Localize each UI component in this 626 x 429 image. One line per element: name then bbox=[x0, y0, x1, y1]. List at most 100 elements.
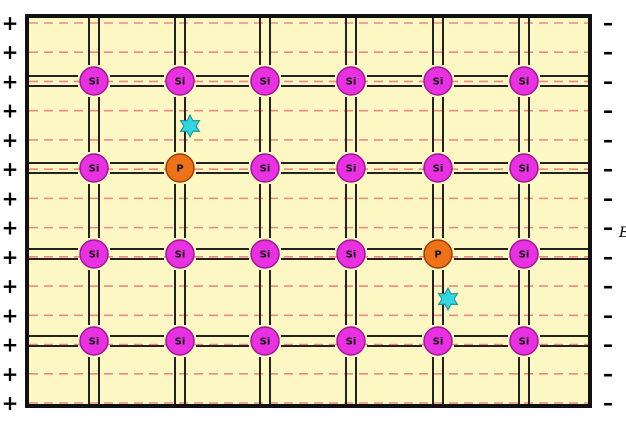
lattice-frame bbox=[25, 14, 592, 408]
atom-label: P bbox=[434, 250, 441, 261]
minus-sign: – bbox=[603, 40, 613, 64]
minus-sign: – bbox=[603, 216, 613, 240]
silicon-atom: Si bbox=[250, 239, 280, 269]
atom-circle bbox=[509, 326, 539, 356]
atom-label: Si bbox=[175, 337, 186, 348]
atom-circle bbox=[250, 66, 280, 96]
minus-sign: – bbox=[603, 157, 613, 181]
atom-label: Si bbox=[519, 250, 530, 261]
atom-label: Si bbox=[260, 77, 271, 88]
negative-plate-signs: –––––––––––––– bbox=[603, 11, 613, 415]
atom-circle bbox=[79, 66, 109, 96]
atom-label: Si bbox=[346, 164, 357, 175]
minus-sign: – bbox=[603, 391, 613, 415]
atom-circle bbox=[423, 153, 453, 183]
atom-circle bbox=[250, 239, 280, 269]
atom-label: P bbox=[176, 164, 183, 175]
atom-label: Si bbox=[175, 250, 186, 261]
silicon-atom: Si bbox=[423, 153, 453, 183]
atom-circle bbox=[165, 153, 195, 183]
atom-circle bbox=[336, 326, 366, 356]
electron-icon bbox=[437, 286, 459, 312]
atom-circle bbox=[336, 153, 366, 183]
atom-label: Si bbox=[346, 77, 357, 88]
atom-label: Si bbox=[260, 250, 271, 261]
field-lines bbox=[29, 22, 588, 404]
silicon-atom: Si bbox=[336, 326, 366, 356]
minus-sign: – bbox=[603, 245, 613, 269]
silicon-atom: Si bbox=[250, 66, 280, 96]
positive-plate-signs: + + + + + + + + + + + + + + bbox=[2, 11, 19, 415]
atom-label: Si bbox=[519, 77, 530, 88]
minus-sign: – bbox=[603, 11, 613, 35]
atom-circle bbox=[250, 326, 280, 356]
atom-circle bbox=[509, 239, 539, 269]
plus-sign: + bbox=[2, 391, 19, 415]
plus-sign: + bbox=[2, 186, 19, 210]
atom-label: Si bbox=[433, 77, 444, 88]
atom-circle bbox=[423, 326, 453, 356]
minus-sign: – bbox=[603, 99, 613, 123]
atom-circle bbox=[79, 239, 109, 269]
silicon-atom: Si bbox=[250, 153, 280, 183]
atom-circle bbox=[336, 239, 366, 269]
atom-label: Si bbox=[346, 337, 357, 348]
minus-sign: – bbox=[603, 274, 613, 298]
electron-icon bbox=[179, 113, 201, 139]
silicon-atom: Si bbox=[423, 326, 453, 356]
atom-circle bbox=[165, 326, 195, 356]
plus-sign: + bbox=[2, 11, 19, 35]
minus-sign: – bbox=[603, 362, 613, 386]
atom-circle bbox=[336, 66, 366, 96]
atom-label: Si bbox=[260, 337, 271, 348]
minus-sign: – bbox=[603, 128, 613, 152]
plus-sign: + bbox=[2, 157, 19, 181]
plus-sign: + bbox=[2, 40, 19, 64]
silicon-atom: Si bbox=[79, 326, 109, 356]
atom-label: Si bbox=[89, 77, 100, 88]
atom-circle bbox=[250, 153, 280, 183]
plus-sign: + bbox=[2, 303, 19, 327]
silicon-atom: Si bbox=[79, 66, 109, 96]
plus-sign: + bbox=[2, 245, 19, 269]
silicon-atom: Si bbox=[250, 326, 280, 356]
plus-sign: + bbox=[2, 128, 19, 152]
silicon-atom: Si bbox=[336, 153, 366, 183]
atom-label: Si bbox=[260, 164, 271, 175]
minus-sign: – bbox=[603, 333, 613, 357]
plus-sign: + bbox=[2, 99, 19, 123]
silicon-atom: Si bbox=[423, 66, 453, 96]
silicon-atom: Si bbox=[165, 326, 195, 356]
silicon-atom: Si bbox=[79, 153, 109, 183]
plus-sign: + bbox=[2, 274, 19, 298]
free-electrons bbox=[179, 113, 459, 312]
atom-circle bbox=[509, 66, 539, 96]
minus-sign: – bbox=[603, 69, 613, 93]
silicon-atom: Si bbox=[509, 153, 539, 183]
atom-label: Si bbox=[175, 77, 186, 88]
atom-circle bbox=[423, 239, 453, 269]
silicon-atom: Si bbox=[336, 239, 366, 269]
plus-sign: + bbox=[2, 333, 19, 357]
field-label: E bbox=[618, 225, 626, 241]
atom-label: Si bbox=[89, 337, 100, 348]
minus-sign: – bbox=[603, 303, 613, 327]
atom-circle bbox=[509, 153, 539, 183]
plus-sign: + bbox=[2, 216, 19, 240]
atom-label: Si bbox=[433, 164, 444, 175]
atom-label: Si bbox=[519, 337, 530, 348]
silicon-atom: Si bbox=[165, 239, 195, 269]
atom-circle bbox=[423, 66, 453, 96]
plus-sign: + bbox=[2, 362, 19, 386]
plus-sign: + bbox=[2, 69, 19, 93]
phosphorus-atom: P bbox=[423, 239, 453, 269]
silicon-atom: Si bbox=[509, 239, 539, 269]
silicon-atom: Si bbox=[336, 66, 366, 96]
atom-circle bbox=[79, 326, 109, 356]
atom-label: Si bbox=[89, 164, 100, 175]
atom-label: Si bbox=[519, 164, 530, 175]
atom-label: Si bbox=[346, 250, 357, 261]
bonds bbox=[29, 18, 588, 404]
